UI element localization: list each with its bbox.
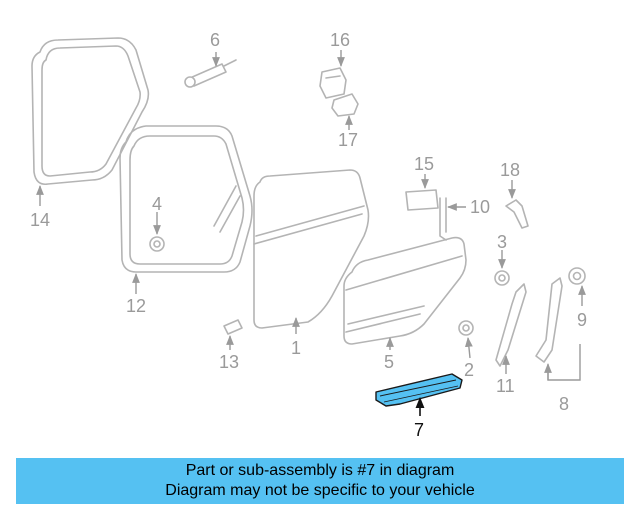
part-16-clip [319,67,347,99]
part-11-moulding [495,283,527,367]
callout-9: 9 [577,310,587,330]
callout-6: 6 [210,30,220,50]
callout-1: 1 [291,338,301,358]
part-1-door-shell [253,169,370,329]
part-15-pad [405,189,439,211]
callout-10: 10 [470,197,490,217]
part-14-weatherstrip [31,37,150,186]
part-3-fastener [494,270,510,286]
part-2-fastener [458,320,474,336]
info-banner: Part or sub-assembly is #7 in diagram Di… [16,458,624,504]
part-17-stopper [331,93,359,117]
callout-5: 5 [384,352,394,372]
part-10-channel [439,197,447,241]
leader-lines [36,50,586,416]
callout-13: 13 [219,352,239,372]
callout-17: 17 [338,130,358,150]
callout-2: 2 [464,360,474,380]
part-13-plug [223,319,243,335]
part-6-pin [184,59,237,88]
callout-4: 4 [152,194,162,214]
callout-labels: 14 12 4 6 16 17 15 10 18 3 9 2 5 1 13 11… [30,30,587,440]
part-4-grommet [149,236,165,252]
callout-12: 12 [126,296,146,316]
callout-11: 11 [496,376,515,396]
callout-8: 8 [559,394,569,414]
part-8-garnish [535,277,563,363]
banner-line-1: Part or sub-assembly is #7 in diagram [185,462,455,479]
callout-16: 16 [330,30,350,50]
callout-3: 3 [497,232,507,252]
callout-15: 15 [414,154,434,174]
callout-18: 18 [500,160,520,180]
part-12-glass-run [119,125,253,273]
part-7-scuff-plate-highlighted [375,373,463,407]
callout-7: 7 [414,420,424,440]
part-18-clip [505,199,529,229]
part-9-fastener [568,267,586,285]
banner-line-2: Diagram may not be specific to your vehi… [165,482,475,499]
part-5-trim-panel [343,236,467,345]
callout-14: 14 [30,210,50,230]
